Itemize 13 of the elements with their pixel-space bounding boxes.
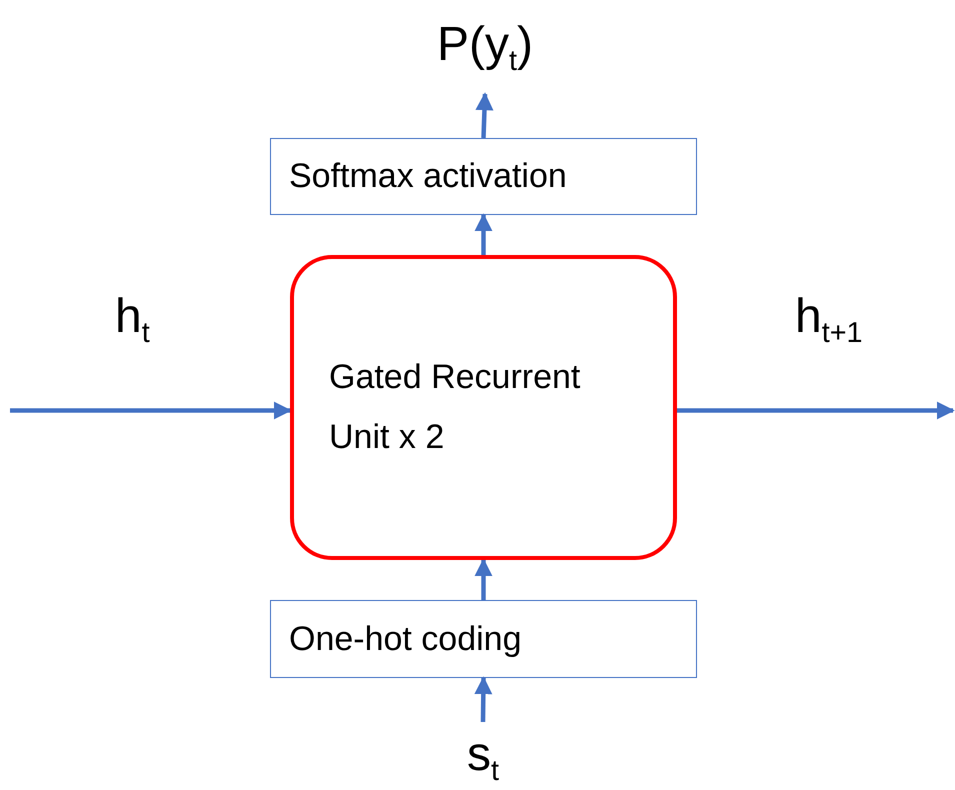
edge-label: h$_{t}$ (115, 292, 150, 348)
arrow (474, 676, 492, 722)
process-box: Softmax activation (270, 138, 697, 215)
arrow (677, 402, 955, 420)
output-label: P(y$_{t}$) (405, 12, 565, 84)
arrow (10, 402, 292, 420)
arrow (474, 558, 492, 600)
input-label: s$_{t}$ (440, 728, 526, 788)
process-box: One-hot coding (270, 600, 697, 678)
unit-box: Gated Recurrent Unit x 2 (290, 255, 677, 560)
edge-label: h$_{t+1}$ (795, 292, 863, 348)
arrow (474, 213, 492, 255)
arrow (475, 92, 494, 138)
